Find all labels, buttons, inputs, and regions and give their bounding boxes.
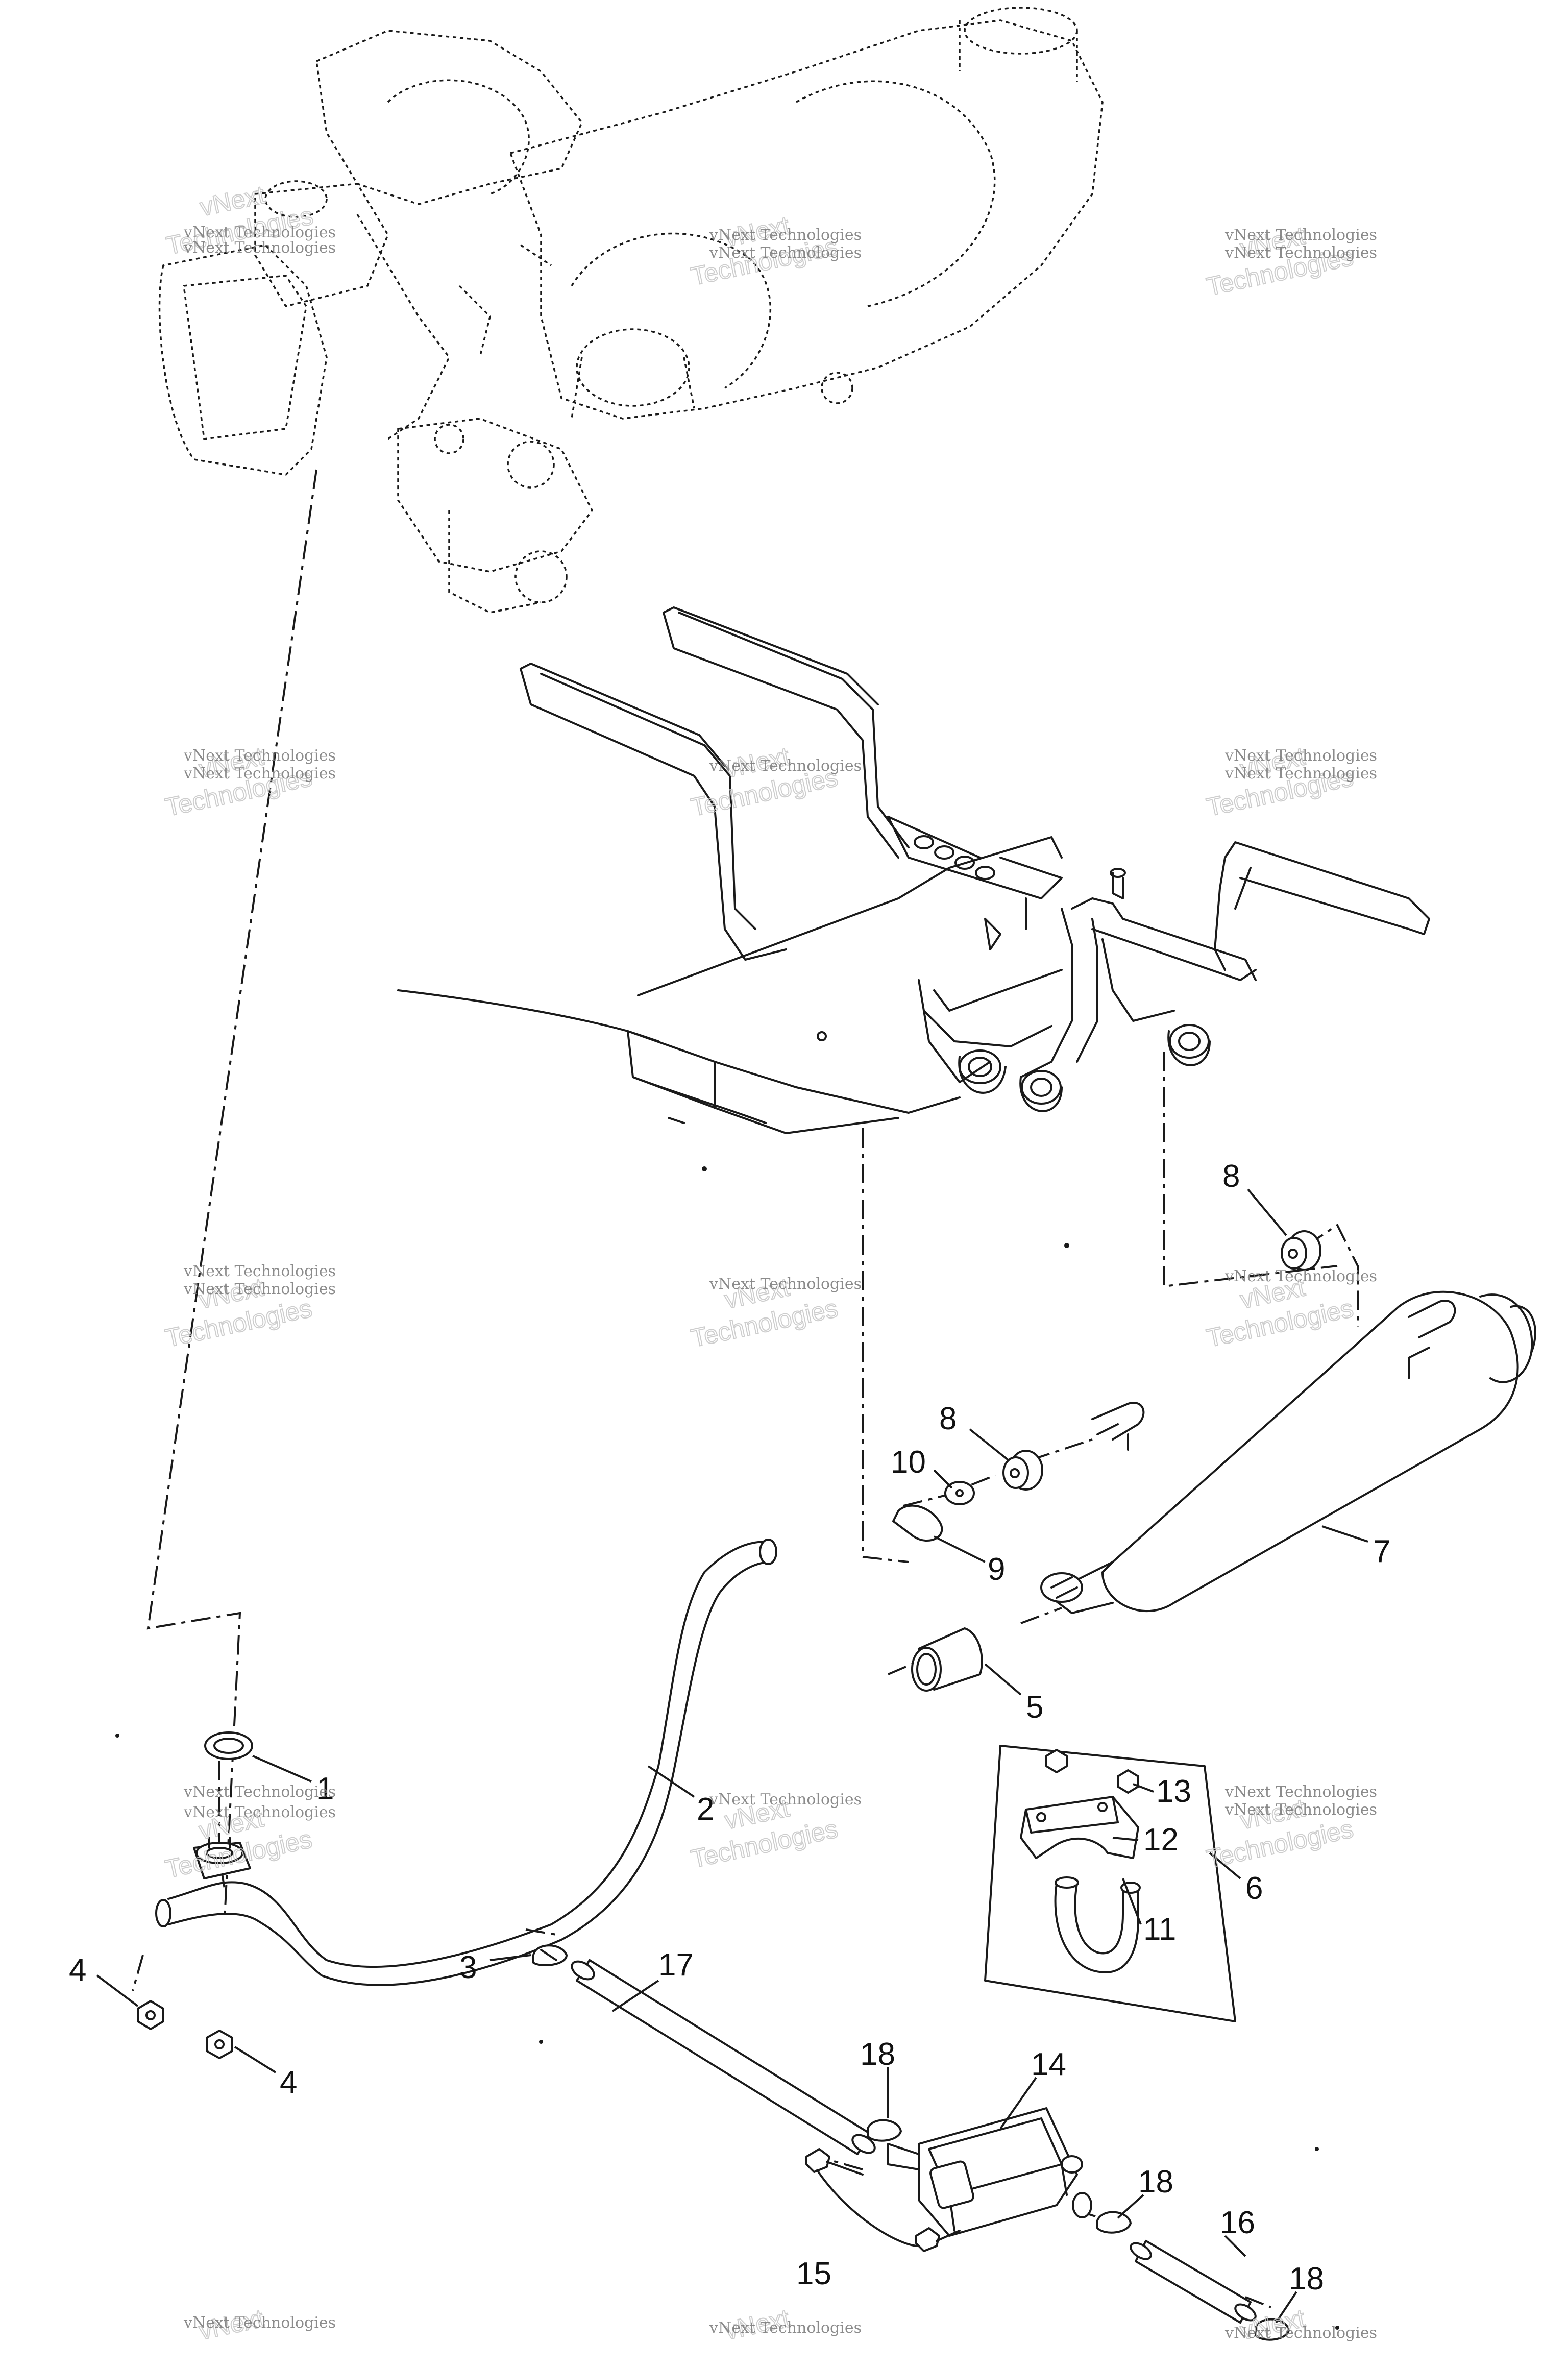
part-10-washer <box>944 1481 975 1505</box>
callout-17: 17 <box>658 1947 694 1983</box>
part-18-clamp-upper <box>867 2119 902 2142</box>
watermark-text: vNext Technologies <box>1224 747 1377 765</box>
callout-4-right: 4 <box>280 2065 297 2100</box>
part-6-mounting-kit <box>984 1745 1236 2022</box>
part-2-head-pipe <box>155 1539 777 1986</box>
watermark-text: vNext Technologies <box>183 1803 336 1821</box>
part-15-screw-lower <box>915 2227 961 2252</box>
watermark-text: vNext Technologies <box>709 1275 862 1293</box>
callout-3: 3 <box>459 1950 477 1985</box>
part-9-clip <box>892 1504 943 1542</box>
watermark-text: vNext Technologies <box>1224 765 1377 783</box>
callout-4-left: 4 <box>69 1952 86 1988</box>
watermark-text: vNext Technologies <box>183 2314 336 2332</box>
part-17-hose <box>571 1959 876 2155</box>
callout-7: 7 <box>1373 1534 1390 1569</box>
part-5-sleeve <box>911 1627 983 1692</box>
part-13-nut-kit <box>1045 1749 1139 1794</box>
watermark-text: vNext Technologies <box>709 1791 862 1809</box>
callout-18-lower: 18 <box>1289 2261 1324 2297</box>
frame-assembly <box>397 606 1430 1248</box>
callout-14: 14 <box>1031 2047 1066 2082</box>
part-15-screw-upper <box>805 2148 864 2176</box>
part-18-clamp-lower <box>1255 2318 1290 2341</box>
watermark-text: vNext Technologies <box>183 1783 336 1801</box>
callout-8-upper: 8 <box>1222 1159 1240 1194</box>
part-8-grommet-lower <box>1002 1450 1043 1491</box>
watermark-text: vNext Technologies <box>1224 1801 1377 1819</box>
callout-5: 5 <box>1026 1690 1043 1725</box>
callout-2: 2 <box>697 1792 714 1827</box>
watermark-text: vNext Technologies <box>183 224 336 241</box>
watermark-text: vNext Technologies <box>1224 2324 1377 2342</box>
callout-16: 16 <box>1220 2205 1255 2240</box>
watermark-text: vNext Technologies <box>709 757 862 775</box>
callout-10: 10 <box>891 1445 926 1480</box>
watermark-text: vNext Technologies <box>183 1262 336 1280</box>
part-12-bracket <box>1020 1796 1139 1859</box>
callout-labels: 1 2 3 4 4 5 6 7 8 8 9 10 11 12 13 14 15 … <box>69 1159 1390 2297</box>
part-4-nut-left <box>137 2000 164 2030</box>
part-1-gasket <box>204 1731 253 1760</box>
engine-assembly-phantom <box>158 7 1104 614</box>
part-3-clamp <box>532 1944 568 1966</box>
watermark-text: vNext Technologies <box>183 747 336 765</box>
callout-9: 9 <box>988 1552 1005 1587</box>
callout-18-middle: 18 <box>1138 2164 1173 2200</box>
callout-12: 12 <box>1143 1822 1179 1858</box>
callout-11: 11 <box>1143 1912 1176 1947</box>
watermark-text: vNext Technologies <box>1224 226 1377 244</box>
watermark-text: vNext Technologies <box>1224 1267 1377 1285</box>
watermark-text: vNext Technologies <box>709 2319 862 2337</box>
watermark-text: vNext Technologies <box>709 244 862 262</box>
watermark-text: vNext Technologies <box>1224 1783 1377 1801</box>
callout-15: 15 <box>796 2256 831 2291</box>
callout-6: 6 <box>1245 1871 1263 1906</box>
watermark-text: vNext Technologies <box>183 1280 336 1298</box>
callout-18-upper: 18 <box>860 2037 895 2072</box>
part-4-nut-right <box>206 2030 233 2059</box>
watermark-text: vNext Technologies <box>1224 244 1377 262</box>
part-14-valve <box>887 2107 1092 2237</box>
part-18-clamp-middle <box>1096 2211 1132 2234</box>
watermark-text: vNext Technologies <box>183 239 336 257</box>
watermark-text: vNext Technologies <box>709 226 862 244</box>
callout-1: 1 <box>316 1771 334 1806</box>
part-16-hose <box>1130 2240 1257 2324</box>
muffler <box>1040 1290 1536 1614</box>
callout-13: 13 <box>1156 1774 1191 1809</box>
leader-lines <box>96 1188 1368 2324</box>
watermark-text: vNext Technologies <box>183 765 336 783</box>
callout-8-lower: 8 <box>939 1401 957 1436</box>
part-8-grommet-upper <box>1281 1230 1321 1271</box>
assembly-lines <box>132 469 1359 2308</box>
